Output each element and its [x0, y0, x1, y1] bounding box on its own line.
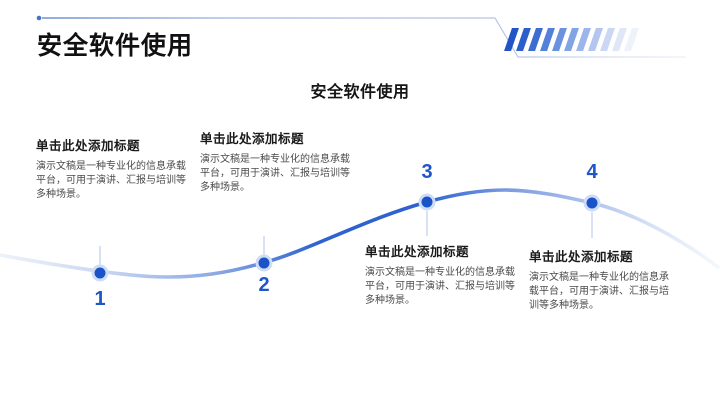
placeholder-body: 演示文稿是一种专业化的信息承载平台，可用于演讲、汇报与培训等多种场景。 — [36, 161, 186, 201]
timeline-number-2: 2 — [258, 274, 270, 296]
placeholder-heading: 单击此处添加标题 — [200, 132, 305, 146]
placeholder-heading: 单击此处添加标题 — [365, 245, 470, 259]
text-placeholder-2[interactable]: 单击此处添加标题 演示文稿是一种专业化的信息承载平台，可用于演讲、汇报与培训等多… — [200, 128, 350, 196]
timeline-number-1: 1 — [94, 288, 106, 310]
placeholder-heading: 单击此处添加标题 — [36, 139, 141, 153]
header-stripe — [624, 28, 639, 51]
placeholder-body: 演示文稿是一种专业化的信息承载平台，可用于演讲、汇报与培训等多种场景。 — [200, 154, 350, 194]
slide-subtitle: 安全软件使用 — [310, 84, 410, 101]
header-accent-dot — [36, 15, 42, 21]
timeline-dot-3 — [418, 193, 436, 211]
timeline-number-3: 3 — [421, 161, 433, 183]
text-placeholder-1[interactable]: 单击此处添加标题 演示文稿是一种专业化的信息承载平台，可用于演讲、汇报与培训等多… — [36, 135, 186, 203]
header-stripes — [504, 28, 640, 51]
slide-title: 安全软件使用 — [37, 32, 194, 60]
timeline-dot-1 — [91, 264, 109, 282]
timeline-number-4: 4 — [586, 161, 598, 183]
placeholder-heading: 单击此处添加标题 — [529, 250, 634, 264]
placeholder-body: 演示文稿是一种专业化的信息承载平台，可用于演讲、汇报与培训等多种场景。 — [529, 272, 669, 312]
timeline-dot-4 — [583, 194, 601, 212]
placeholder-body: 演示文稿是一种专业化的信息承载平台，可用于演讲、汇报与培训等多种场景。 — [365, 267, 515, 307]
timeline-dot-2 — [255, 254, 273, 272]
text-placeholder-4[interactable]: 单击此处添加标题 演示文稿是一种专业化的信息承载平台，可用于演讲、汇报与培训等多… — [529, 246, 669, 314]
text-placeholder-3[interactable]: 单击此处添加标题 演示文稿是一种专业化的信息承载平台，可用于演讲、汇报与培训等多… — [365, 241, 515, 309]
